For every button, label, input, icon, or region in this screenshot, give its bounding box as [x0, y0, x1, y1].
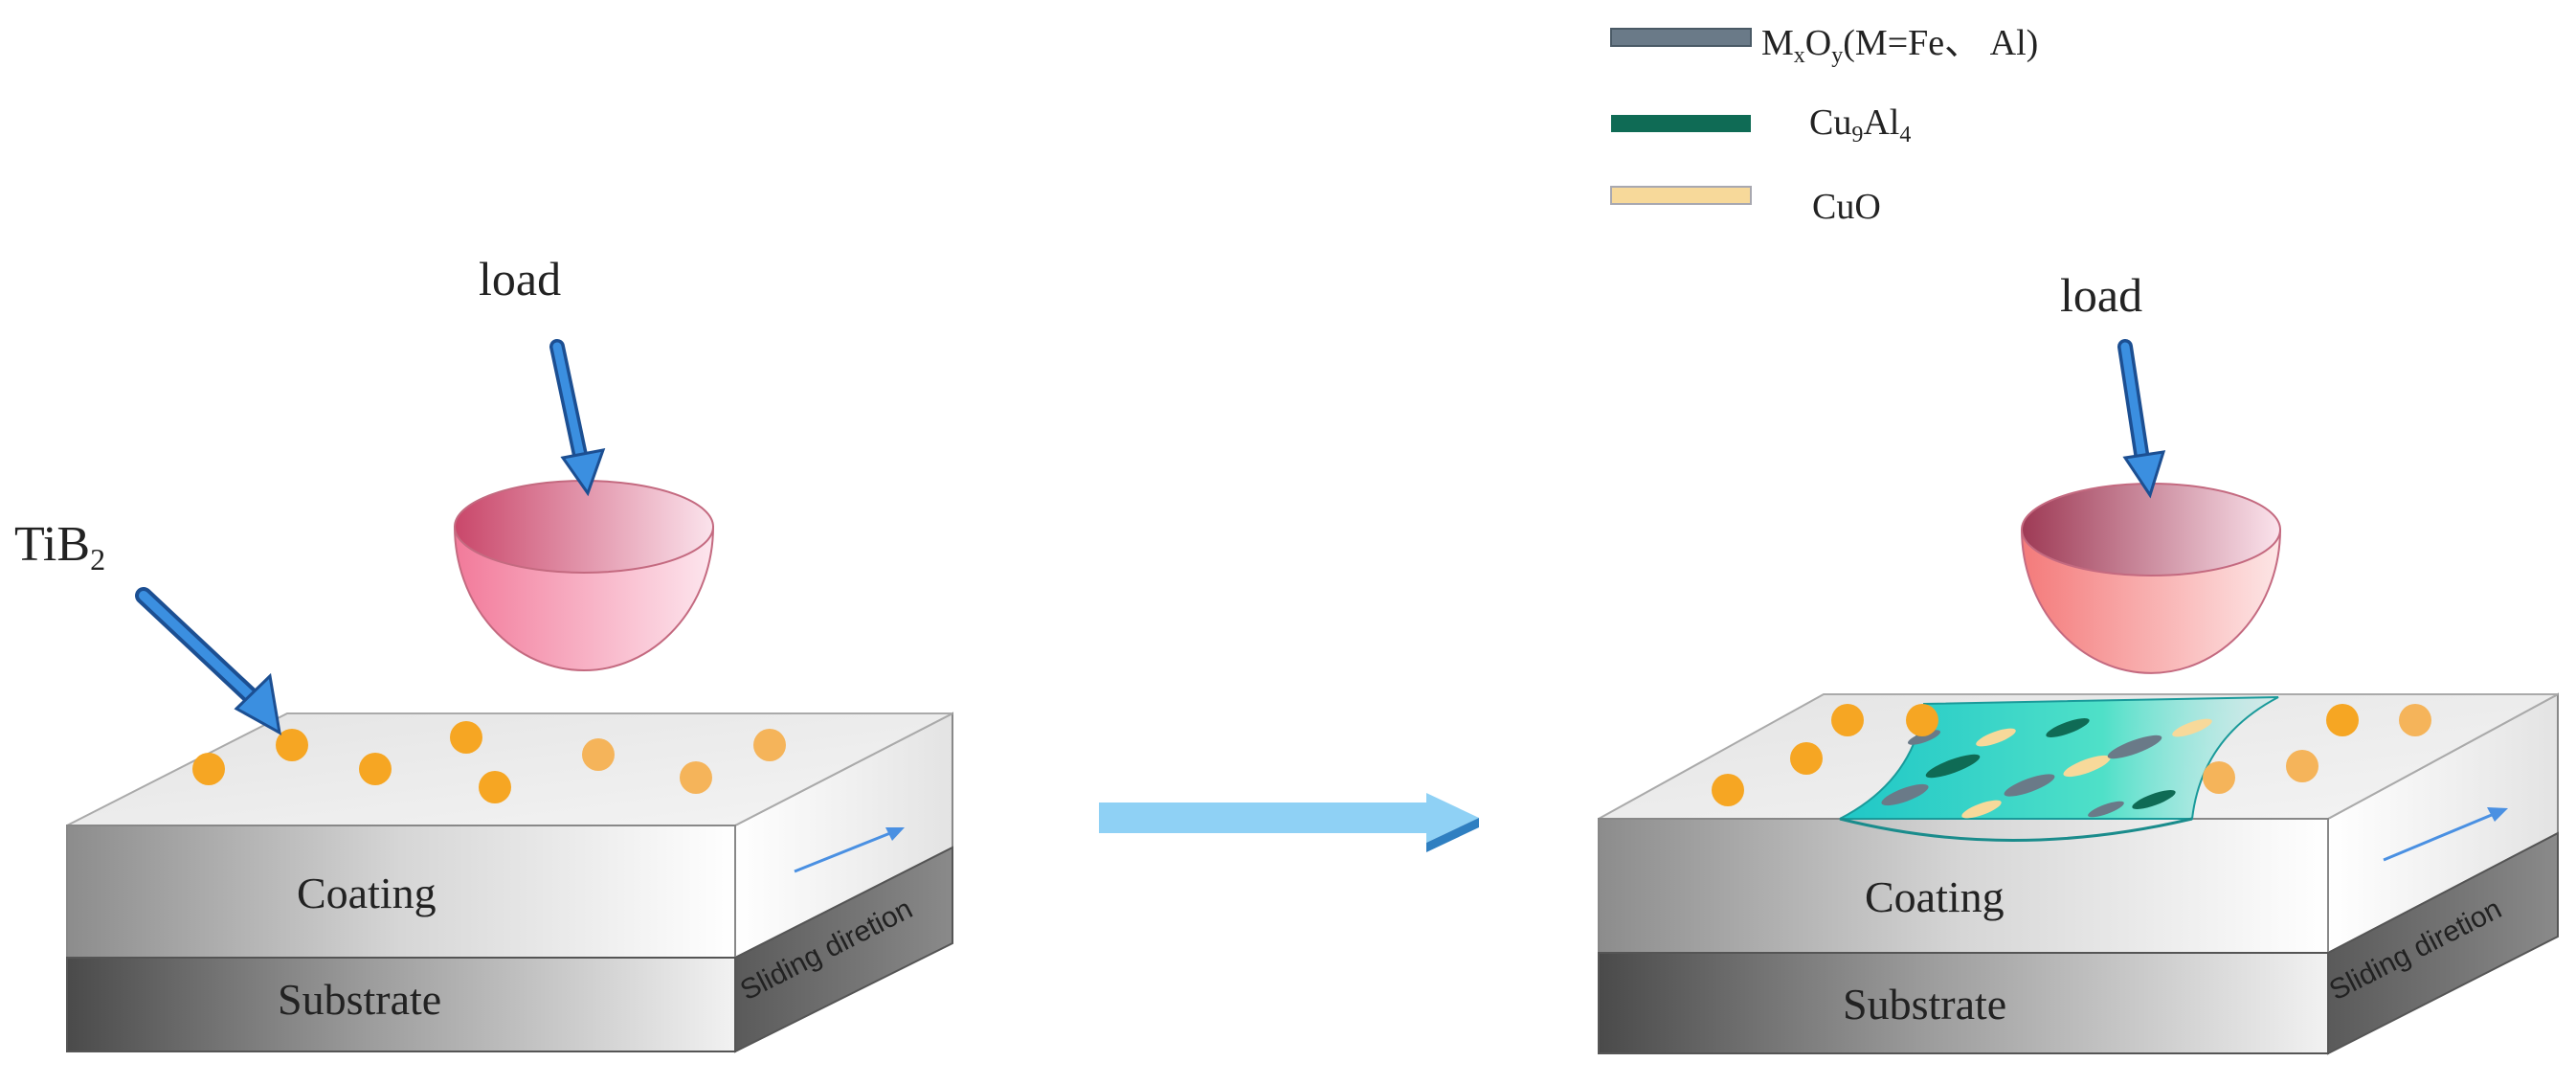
particle: [1906, 704, 1938, 736]
legend-cu9al4-sub1: 9: [1851, 123, 1863, 147]
particle: [582, 738, 615, 771]
left-ball: [453, 480, 715, 671]
left-coating-label: Coating: [297, 869, 437, 917]
right-sliding-arrowhead: [2487, 807, 2508, 822]
legend-swatch-cuo: [1610, 186, 1752, 205]
legend-mxoy-sub2: y: [1831, 43, 1843, 68]
transition-arrow: [1099, 793, 1479, 852]
tib2-label-main: TiB: [14, 517, 90, 572]
particle: [2399, 704, 2431, 736]
tib2-label: TiB2: [14, 517, 105, 576]
particle: [1712, 774, 1744, 806]
legend-item-cuo: CuO: [1610, 186, 1881, 227]
particle: [359, 753, 392, 785]
legend-swatch-mxoy: [1610, 28, 1752, 47]
legend-cu9al4-sub2: 4: [1899, 123, 1911, 147]
legend-mxoy-mid: O: [1805, 23, 1831, 63]
legend-item-cu9al4: Cu9Al4: [1611, 102, 1911, 147]
left-panel: Coating Substrate Sliding diretion: [14, 252, 953, 1053]
legend-mxoy-sub1: x: [1794, 43, 1805, 68]
legend-item-mxoy: MxOy(M=Fe、 Al): [1610, 23, 2038, 68]
legend-cuo-label: CuO: [1812, 187, 1881, 227]
legend: MxOy(M=Fe、 Al) Cu9Al4 CuO: [1610, 23, 2038, 227]
particle: [450, 721, 482, 754]
left-tib2-particles: [192, 721, 786, 803]
particle: [1790, 742, 1823, 775]
legend-swatch-cu9al4: [1611, 115, 1751, 132]
particle: [753, 729, 786, 761]
legend-mxoy-main: M: [1761, 23, 1794, 63]
particle: [479, 771, 511, 803]
wear-track-phases: [1881, 718, 2212, 819]
left-substrate-label: Substrate: [278, 975, 441, 1024]
legend-cu9al4-main: Cu: [1809, 102, 1851, 143]
right-ball: [2020, 483, 2282, 674]
right-panel: Coating Substrate Sliding diretion: [1598, 268, 2559, 1055]
legend-mxoy-tail: (M=Fe、 Al): [1843, 23, 2038, 63]
right-coating-layer: [1598, 818, 2329, 954]
particle: [2286, 750, 2318, 782]
right-coating-label: Coating: [1865, 872, 2005, 921]
left-sliding-arrowhead: [885, 827, 905, 841]
particle: [192, 753, 225, 785]
right-substrate-label: Substrate: [1843, 980, 2006, 1028]
right-tib2-particles: [1712, 704, 2431, 806]
particle: [276, 729, 308, 761]
tib2-label-sub: 2: [90, 542, 105, 576]
svg-text:Cu9Al4: Cu9Al4: [1809, 102, 1911, 147]
wear-track: [1839, 696, 2279, 842]
tib2-pointer-arrow: [135, 587, 282, 735]
particle: [2326, 704, 2359, 736]
particle: [1831, 704, 1864, 736]
right-load-arrow: [2117, 339, 2166, 499]
right-sliding-arrow: [2383, 810, 2499, 862]
particle: [2203, 761, 2235, 794]
left-sliding-arrow: [794, 829, 896, 873]
right-load-label: load: [2060, 268, 2142, 322]
particle: [680, 761, 712, 794]
left-load-arrow: [549, 339, 606, 497]
left-load-label: load: [479, 252, 561, 305]
legend-cu9al4-mid: Al: [1863, 102, 1899, 143]
left-substrate-layer: [66, 957, 736, 1052]
right-substrate-layer: [1598, 952, 2329, 1054]
left-coating-layer: [66, 825, 736, 959]
svg-text:MxOy(M=Fe、 Al): MxOy(M=Fe、 Al): [1761, 23, 2038, 68]
